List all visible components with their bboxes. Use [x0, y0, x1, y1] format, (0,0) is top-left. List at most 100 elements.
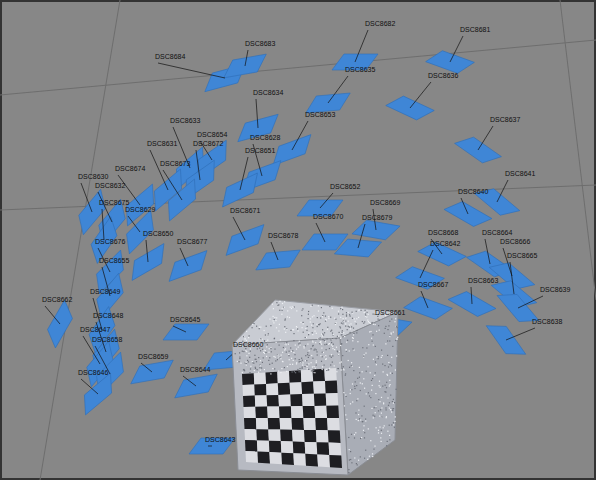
texture-dot: [264, 350, 265, 351]
texture-dot: [387, 397, 388, 398]
texture-dot: [391, 411, 392, 412]
texture-dot: [313, 345, 314, 346]
texture-dot: [301, 315, 302, 316]
leader-line: [506, 328, 535, 340]
texture-dot: [378, 430, 379, 431]
leader-line: [421, 291, 428, 308]
texture-dot: [321, 307, 322, 308]
texture-dot: [255, 367, 256, 368]
texture-dot: [383, 403, 384, 404]
texture-dot: [264, 341, 265, 342]
texture-dot: [278, 305, 279, 306]
texture-dot: [292, 371, 293, 372]
texture-dot: [293, 352, 294, 353]
texture-dot: [262, 339, 263, 340]
texture-dot: [381, 413, 382, 414]
leader-line: [45, 306, 60, 324]
texture-dot: [245, 350, 246, 351]
texture-dot: [369, 456, 370, 457]
texture-dot: [338, 311, 339, 312]
texture-dot: [311, 325, 312, 326]
texture-dot: [381, 357, 382, 358]
texture-dot: [268, 333, 269, 334]
texture-dot: [375, 361, 376, 362]
texture-dot: [286, 328, 287, 329]
texture-dot: [379, 385, 380, 386]
checker-cell: [303, 418, 316, 430]
texture-dot: [368, 314, 369, 315]
texture-dot: [302, 308, 303, 309]
texture-dot: [332, 308, 333, 309]
texture-dot: [270, 348, 271, 349]
texture-dot: [284, 328, 285, 329]
texture-dot: [371, 338, 372, 339]
texture-dot: [286, 352, 287, 353]
checker-cell: [292, 430, 305, 442]
texture-dot: [270, 347, 271, 348]
texture-dot: [339, 332, 340, 333]
checker-cell: [305, 454, 318, 467]
texture-dot: [369, 331, 370, 332]
texture-dot: [305, 345, 306, 346]
texture-dot: [267, 344, 268, 345]
texture-dot: [324, 365, 325, 366]
leader-line: [485, 239, 490, 264]
texture-dot: [280, 339, 281, 340]
texture-dot: [354, 457, 355, 458]
texture-dot: [394, 321, 395, 322]
texture-dot: [258, 357, 259, 358]
texture-dot: [283, 347, 284, 348]
texture-dot: [368, 392, 369, 393]
texture-dot: [387, 375, 388, 376]
texture-dot: [315, 342, 316, 343]
texture-dot: [312, 366, 313, 367]
texture-dot: [259, 328, 260, 329]
checker-cell: [314, 393, 327, 406]
texture-dot: [338, 336, 339, 337]
texture-dot: [288, 344, 289, 345]
texture-dot: [288, 355, 289, 356]
texture-dot: [301, 310, 302, 311]
texture-dot: [318, 338, 319, 339]
texture-dot: [391, 365, 392, 366]
texture-dot: [351, 462, 352, 463]
texture-dot: [299, 343, 300, 344]
texture-dot: [375, 372, 376, 373]
texture-dot: [390, 384, 391, 385]
texture-dot: [381, 441, 382, 442]
texture-dot: [292, 306, 293, 307]
checker-cell: [255, 395, 267, 407]
texture-dot: [358, 410, 359, 411]
texture-dot: [363, 378, 364, 379]
checker-cell: [255, 407, 267, 418]
texture-dot: [346, 312, 347, 313]
checker-cell: [324, 368, 337, 381]
texture-dot: [311, 355, 312, 356]
leader-line: [98, 192, 112, 222]
cube-texture: [235, 301, 399, 474]
texture-dot: [280, 372, 281, 373]
texture-dot: [282, 308, 283, 309]
texture-dot: [359, 309, 360, 310]
checker-cell: [254, 384, 266, 396]
texture-dot: [307, 352, 308, 353]
texture-dot: [330, 339, 331, 340]
checker-cell: [246, 451, 259, 463]
checker-cell: [304, 430, 317, 442]
texture-dot: [255, 368, 256, 369]
texture-dot: [393, 408, 394, 409]
checker-cell: [244, 418, 256, 429]
image-label: DSC8632: [95, 182, 125, 190]
leader-line: [420, 250, 433, 278]
image-label: DSC8646: [78, 369, 108, 377]
texture-dot: [373, 415, 374, 416]
texture-dot: [256, 326, 257, 327]
texture-dot: [324, 356, 325, 357]
texture-dot: [246, 351, 247, 352]
texture-dot: [387, 340, 388, 341]
checker-cell: [301, 370, 313, 383]
leader-line: [158, 63, 225, 78]
texture-dot: [345, 323, 346, 324]
texture-dot: [351, 434, 352, 435]
